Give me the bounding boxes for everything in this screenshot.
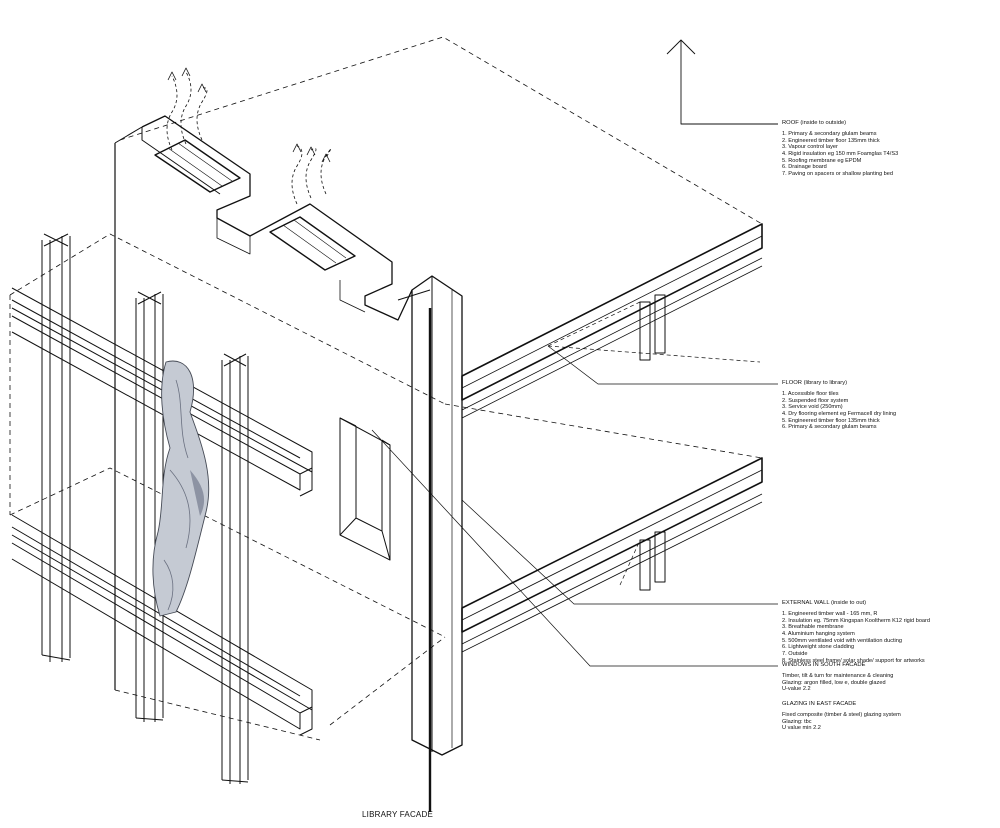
external-wall-item: 4. Aluminium hanging system <box>782 631 855 638</box>
floor-item: 6. Primary & secondary glulam beams <box>782 424 877 431</box>
roof-parapet <box>141 115 413 321</box>
windows-south-annotation: WINDOWS IN SOUTH FACADE Timber, tilt & t… <box>782 662 901 732</box>
external-wall-item: 1. Engineered timber wall - 165 mm, R <box>782 610 878 617</box>
floor-slab <box>461 457 763 653</box>
frame-columns <box>41 233 249 784</box>
roof-item: 7. Paving on spacers or shallow planting… <box>782 171 894 178</box>
external-wall-annotation: EXTERNAL WALL (inside to out) 1. Enginee… <box>782 600 930 665</box>
windows-south-item: U-value 2.2 <box>782 686 811 693</box>
floor-item: 5. Engineered timber floor 135mm thick <box>782 417 880 424</box>
floor-item: 2. Suspended floor system <box>782 397 849 404</box>
external-wall-item: 7. Outside <box>782 651 808 658</box>
floor-heading: FLOOR (library to library) <box>782 380 848 386</box>
cladding-wall-panel <box>114 126 432 812</box>
roof-item: 1. Primary & secondary glulam beams <box>782 130 877 137</box>
dashed-building-volume <box>9 36 763 741</box>
roof-item: 4. Rigid insulation eg 150 mm Foamglas T… <box>782 151 899 158</box>
drawing-caption: LIBRARY FACADE <box>362 810 433 819</box>
roof-slab <box>461 223 763 419</box>
roof-item: 2. Engineered timber floor 135mm thick <box>782 137 880 144</box>
glazing-east-item: U value min 2.2 <box>782 725 821 732</box>
roof-item: 5. Roofing membrane eg EPDM <box>782 157 862 164</box>
windows-south-item: Timber, tilt & turn for maintenance & cl… <box>782 672 894 679</box>
sculpture-artwork <box>152 360 210 617</box>
floor-item: 3. Service void (250mm) <box>782 404 843 411</box>
windows-south-heading: WINDOWS IN SOUTH FACADE <box>782 662 866 668</box>
roof-pointer <box>666 39 778 125</box>
windows-south-item: Glazing: argon filled, low e, double gla… <box>782 679 886 686</box>
roof-item: 6. Drainage board <box>782 164 827 171</box>
glazing-east-item: Fixed composite (timber & steel) glazing… <box>782 712 901 719</box>
external-wall-heading: EXTERNAL WALL (inside to out) <box>782 600 867 606</box>
ventilation-arrows <box>166 67 332 205</box>
external-wall-item: 6. Lightweight stone cladding <box>782 644 855 651</box>
roof-annotation: ROOF (inside to outside) 1. Primary & se… <box>782 120 898 178</box>
floor-item: 4. Dry flooring element eg Fermacell dry… <box>782 411 897 418</box>
roof-heading: ROOF (inside to outside) <box>782 120 847 126</box>
roof-item: 3. Vapour control layer <box>782 144 838 151</box>
external-wall-item: 8. Stainless steel frame/ solar shade/ s… <box>782 657 925 664</box>
glazing-east-item: Glazing: tbc <box>782 718 812 725</box>
frame-beams <box>11 287 313 736</box>
leader-lines <box>371 345 778 667</box>
wall-column <box>411 275 463 756</box>
window-opening <box>339 417 391 561</box>
external-wall-item: 5. 500mm ventilated void with ventilatio… <box>782 637 903 644</box>
glazing-east-heading: GLAZING IN EAST FACADE <box>782 701 857 708</box>
external-wall-item: 2. Insulation eg. 75mm Kingspan Koolther… <box>782 617 931 624</box>
floor-annotation: FLOOR (library to library) 1. Accessible… <box>782 380 896 431</box>
floor-item: 1. Accessible floor tiles <box>782 390 839 397</box>
external-wall-item: 3. Breathable membrane <box>782 624 844 631</box>
